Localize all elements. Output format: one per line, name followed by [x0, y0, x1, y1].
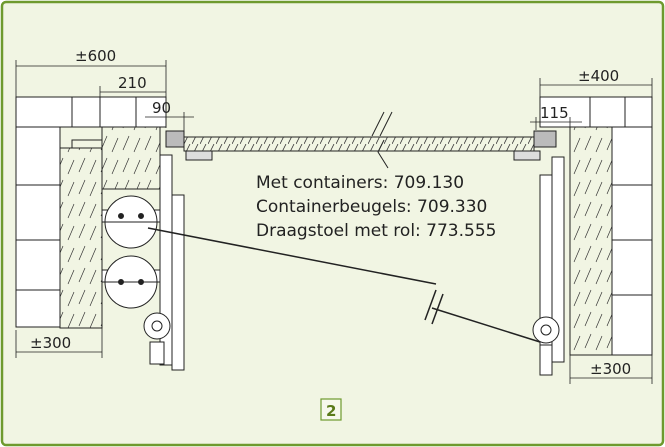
figure-number-box	[320, 398, 342, 421]
figure-number: 2	[326, 402, 336, 420]
dimension-lines	[15, 60, 653, 384]
dim-left-small: 90	[152, 99, 171, 117]
dim-left-outer: ±600	[75, 47, 116, 65]
label-met-containers: Met containers: 709.130	[256, 173, 464, 193]
lid	[165, 111, 557, 169]
dim-left-inner: 210	[118, 74, 147, 92]
right-wall	[539, 96, 653, 356]
left-mechanism	[101, 154, 185, 371]
dim-right-small: 115	[540, 104, 569, 122]
dim-right-outer: ±400	[578, 67, 619, 85]
dim-left-bottom: ±300	[30, 334, 71, 352]
label-containerbeugels: Containerbeugels: 709.330	[256, 197, 487, 217]
left-wall	[15, 96, 167, 329]
label-draagstoel: Draagstoel met rol: 773.555	[256, 221, 496, 241]
connecting-cable	[147, 227, 541, 343]
right-mechanism	[532, 156, 565, 376]
dim-right-bottom: ±300	[590, 360, 631, 378]
